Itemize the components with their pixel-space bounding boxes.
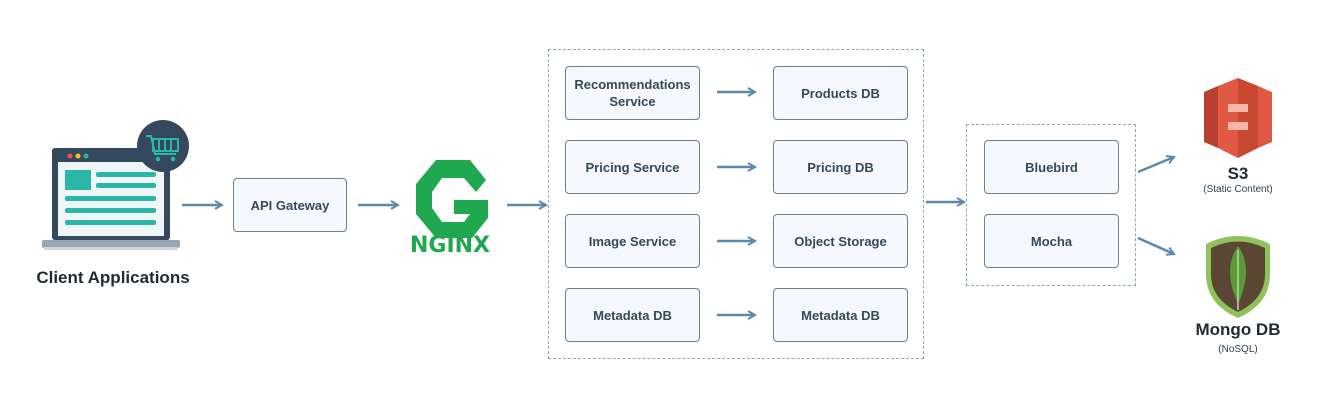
recommendations-service-node: Recommendations Service: [565, 66, 700, 120]
workers-group: [966, 124, 1136, 286]
mocha-node: Mocha: [984, 214, 1119, 268]
api-gateway-node: API Gateway: [233, 178, 347, 232]
services-group: [548, 49, 924, 359]
products-db-node: Products DB: [773, 66, 908, 120]
mongo-sublabel: (NoSQL): [1218, 344, 1258, 355]
s3-bucket-icon: [1204, 78, 1272, 158]
object-storage-node: Object Storage: [773, 214, 908, 268]
nginx-logo: NGINX: [410, 160, 490, 258]
arrow-workers-to-mongo: [1137, 236, 1174, 254]
pricing-service-node: Pricing Service: [565, 140, 700, 194]
metadata-db-store-node: Metadata DB: [773, 288, 908, 342]
s3-sublabel: (Static Content): [1203, 184, 1273, 195]
pricing-db-node: Pricing DB: [773, 140, 908, 194]
bluebird-node: Bluebird: [984, 140, 1119, 194]
metadata-db-service-node: Metadata DB: [565, 288, 700, 342]
s3-label: S3: [1227, 164, 1249, 183]
mongo-label: Mongo DB: [1195, 320, 1281, 339]
image-service-node: Image Service: [565, 214, 700, 268]
mongodb-leaf-icon: [1206, 236, 1270, 318]
arrow-workers-to-s3: [1137, 157, 1174, 174]
nginx-logo-text: NGINX: [410, 233, 490, 258]
laptop-shopping-icon: [42, 120, 189, 250]
client-applications-label: Client Applications: [36, 268, 190, 287]
